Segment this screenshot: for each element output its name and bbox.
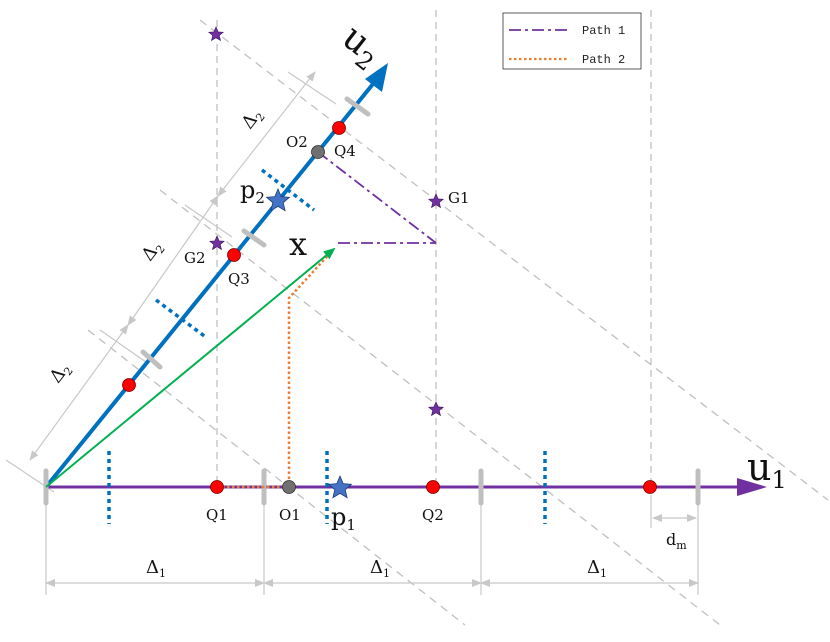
diagonal-grid-lines: [87, 19, 829, 626]
lattice-points: [122, 121, 657, 494]
delta2-label-c: Δ2: [237, 104, 267, 134]
u1-axis-label: u1: [747, 445, 787, 494]
o2-label: O2: [286, 133, 308, 151]
q3-label: Q3: [228, 270, 250, 288]
q1-label: Q1: [206, 506, 228, 524]
purple-star-icon: [208, 26, 224, 42]
delta1-label-a: Δ1: [146, 557, 166, 580]
legend-path1-label: Path 1: [582, 24, 625, 38]
legend-path2-label: Path 2: [582, 53, 625, 67]
p1-star-icon: [327, 474, 353, 499]
dm-label: dm: [666, 530, 687, 552]
purple-star-icon: [428, 193, 444, 209]
q4-label: Q4: [334, 142, 356, 160]
u2-dimension-lines: [5, 71, 337, 493]
p2-star-icon: [265, 187, 291, 212]
p1-label: p1: [331, 503, 356, 534]
path-2: [217, 249, 334, 489]
g1-label: G1: [448, 189, 470, 207]
u2-gray-ticks: [140, 96, 371, 370]
delta1-label-b: Δ1: [370, 557, 390, 580]
legend-box: [502, 12, 642, 70]
delta2-label-b: Δ2: [137, 236, 167, 266]
delta1-label-c: Δ1: [587, 557, 607, 580]
purple-star-icon: [209, 235, 225, 251]
x-label: x: [289, 225, 307, 263]
delta2-label-a: Δ2: [45, 358, 75, 388]
vertical-grid-lines: [216, 10, 652, 487]
blue-stars: [265, 187, 353, 499]
q2-label: Q2: [422, 506, 444, 524]
path-1: [317, 151, 437, 244]
purple-stars: [208, 26, 444, 417]
u1-axis: [46, 478, 767, 496]
p2-label: p2: [240, 176, 265, 207]
origin-points: [282, 145, 325, 494]
g2-label: G2: [184, 249, 206, 267]
legend: Path 1 Path 2: [502, 12, 642, 70]
purple-star-icon: [428, 401, 444, 417]
u2-blue-ticks: [154, 168, 316, 340]
u1-dimension-lines: [45, 495, 699, 595]
vector-x: [45, 247, 336, 488]
o1-label: O1: [279, 506, 301, 524]
